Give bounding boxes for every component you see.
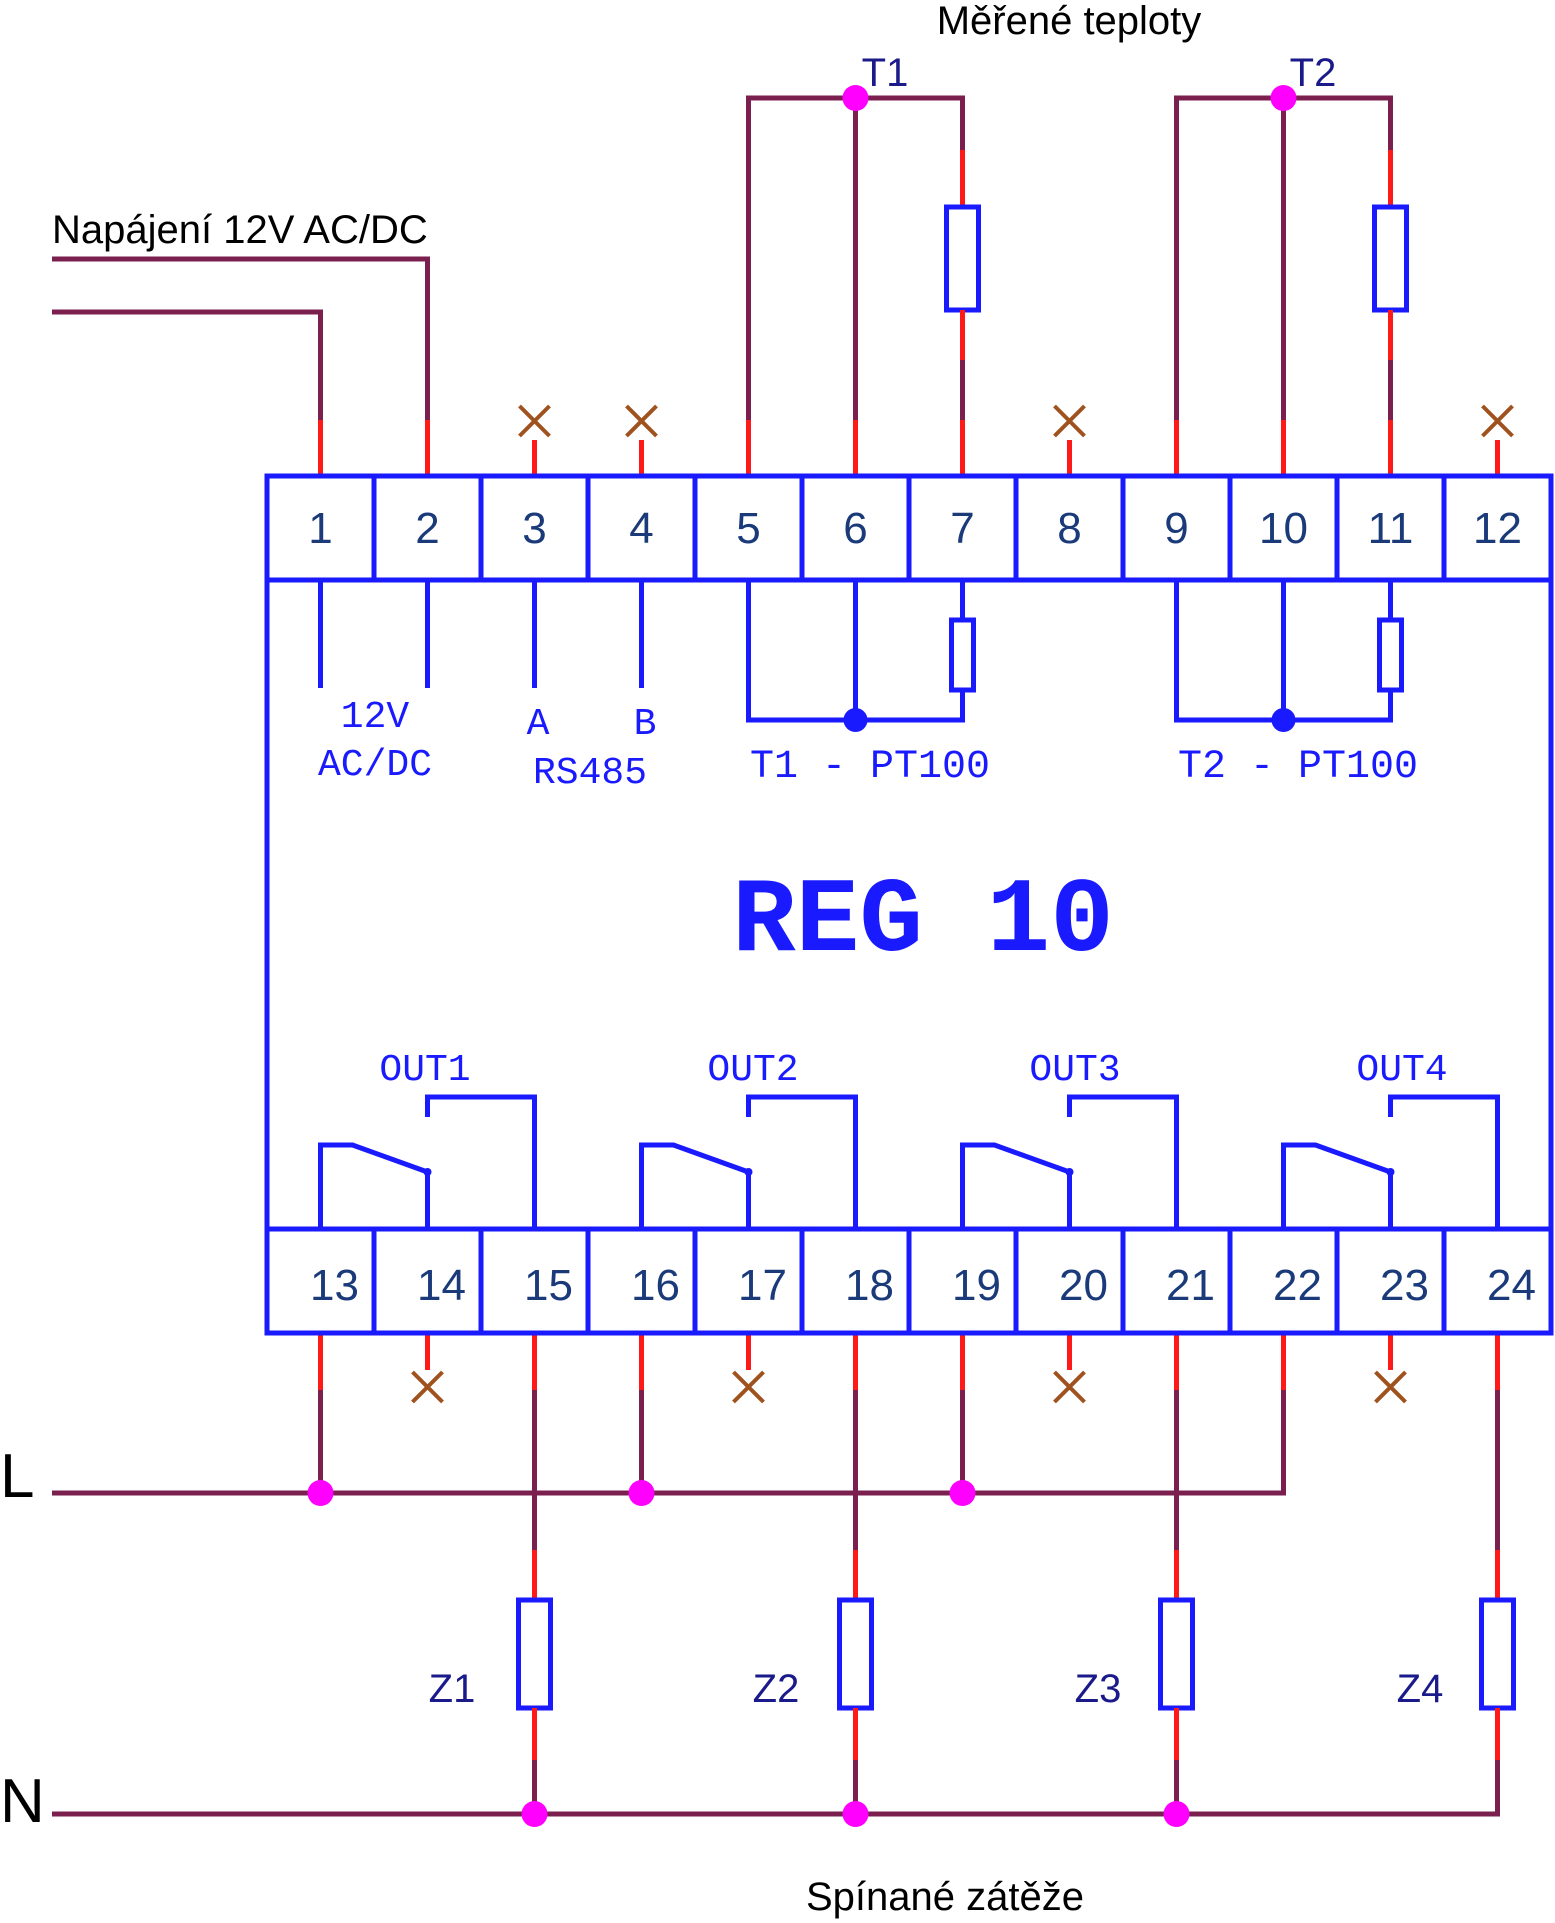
terminal-number: 21 [1166,1261,1215,1310]
line-N-label: N [0,1767,45,1836]
unused-x-mark [1481,404,1514,438]
line-L-label: L [0,1442,34,1511]
t2-sensor-resistor [1372,204,1409,313]
terminal-number: 1 [308,504,332,553]
unused-x-mark [411,1370,444,1404]
N-junction [1163,1801,1190,1827]
terminal-12 [1441,473,1554,583]
L-junction [949,1480,976,1506]
terminal-number: 13 [310,1261,359,1310]
line-N [52,1760,1500,1817]
terminal-number: 23 [1380,1261,1429,1310]
load-z4-resistor [1479,1597,1516,1711]
t2-junction [1270,85,1297,111]
terminal-number: 16 [631,1261,680,1310]
t1-junction [842,85,869,111]
relay-3-no [1067,1094,1179,1229]
relay-4-no [1388,1094,1500,1229]
relay-1-contact [318,1142,429,1229]
out1-label: OUT1 [379,1049,470,1092]
switched-loads-label: Spínané zátěže [806,1875,1084,1919]
rs485-b-label: B [634,703,657,746]
terminal-number: 20 [1059,1261,1108,1310]
relay-1-no [425,1094,537,1229]
terminal-number: 12 [1473,504,1522,553]
relay-2-no [746,1094,858,1229]
terminal-number: 5 [736,504,760,553]
markers [307,85,1514,1827]
terminal-number: 7 [950,504,974,553]
t2-sensor-label: T2 [1290,51,1337,95]
t2-pt100-label: T2 - PT100 [1178,745,1418,790]
terminal-number: 22 [1273,1261,1322,1310]
unused-x-mark [1053,404,1086,438]
out4-label: OUT4 [1356,1049,1447,1092]
relay-2-contact [639,1142,750,1229]
t1-sensor-label: T1 [862,51,909,95]
terminal-number: 4 [629,504,653,553]
terminal-number: 17 [738,1261,787,1310]
unused-x-mark [1374,1370,1407,1404]
rs485-label: RS485 [533,752,647,795]
supply-12v-label: 12V [341,696,410,739]
out2-label: OUT2 [707,1049,798,1092]
terminal-number: 8 [1057,504,1081,553]
terminal-number: 3 [522,504,546,553]
terminal-number: 15 [524,1261,573,1310]
N-junction [521,1801,548,1827]
device-name: REG 10 [732,862,1114,982]
line-L [52,1390,1286,1496]
load-z1-label: Z1 [429,1667,476,1711]
wires [52,95,1516,1817]
N-junction [842,1801,869,1827]
L-junction [307,1480,334,1506]
load-z3-resistor [1158,1597,1195,1711]
supply-wire-1 [52,256,430,420]
inner-t2-resistor [1377,617,1404,693]
t1-pt100-label: T1 - PT100 [750,745,990,790]
unused-x-mark [518,404,551,438]
rs485-a-label: A [527,703,550,746]
supply-wire-2 [52,309,323,420]
inner-t2-node [1271,708,1296,732]
supply-label: Napájení 12V AC/DC [52,208,428,252]
relay-3-contact [960,1142,1071,1229]
out3-label: OUT3 [1029,1049,1120,1092]
terminal-number: 6 [843,504,867,553]
terminal-number: 9 [1164,504,1188,553]
terminal-number: 18 [845,1261,894,1310]
load-z2-resistor [837,1597,874,1711]
unused-x-mark [625,404,658,438]
L-junction [628,1480,655,1506]
unused-x-mark [732,1370,765,1404]
load-z2-label: Z2 [753,1667,800,1711]
inner-t1-resistor [949,617,976,693]
measured-temps-label: Měřené teploty [937,0,1202,43]
supply-acdc-label: AC/DC [318,744,432,787]
terminal-number: 11 [1368,504,1414,553]
terminal-number: 24 [1487,1261,1536,1310]
terminal-number: 2 [415,504,439,553]
terminal-number: 19 [952,1261,1001,1310]
unused-x-mark [1053,1370,1086,1404]
load-z4-label: Z4 [1397,1667,1444,1711]
inner-t1-node [843,708,868,732]
load-z1-resistor [516,1597,553,1711]
terminal-number: 14 [417,1261,466,1310]
t1-sensor-resistor [944,204,981,313]
relay-4-contact [1281,1142,1392,1229]
load-z3-label: Z3 [1075,1667,1122,1711]
terminal-number: 10 [1259,504,1308,553]
